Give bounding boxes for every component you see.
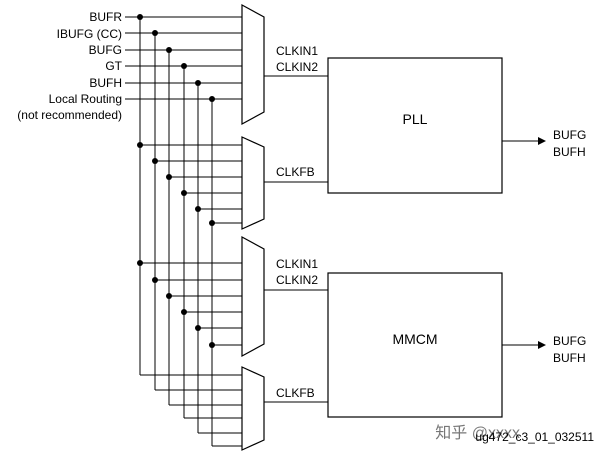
mmcm-output-bufg: BUFG — [553, 334, 586, 348]
mmcm-name: MMCM — [392, 331, 437, 347]
figure-id: ug472_c3_01_032511 — [475, 430, 594, 444]
mmcm-clkin1-label: CLKIN1 — [276, 257, 318, 271]
source-label-bufh: BUFH — [89, 76, 122, 90]
mux-mmcm-clkin — [241, 235, 265, 358]
mmcm-clkfb-label: CLKFB — [276, 386, 315, 400]
mux2-input-lines — [140, 144, 242, 224]
mux4-input-lines — [140, 374, 242, 447]
pll-clkfb-label: CLKFB — [276, 165, 315, 179]
pll-name: PLL — [403, 111, 428, 127]
pll-output-bufg: BUFG — [553, 128, 586, 142]
source-label-note: (not recommended) — [17, 108, 122, 122]
mux-pll-clkin — [241, 3, 265, 126]
mux3-input-lines — [140, 262, 242, 346]
mmcm-block — [327, 272, 503, 418]
mux-mmcm-clkfb — [241, 366, 265, 451]
source-label-ibufg: IBUFG (CC) — [57, 27, 122, 41]
mmcm-output-bufh: BUFH — [553, 351, 586, 365]
pll-clkin2-label: CLKIN2 — [276, 60, 318, 74]
bus-lines — [139, 17, 213, 446]
pll-clkin1-label: CLKIN1 — [276, 44, 318, 58]
mmcm-clkin2-label: CLKIN2 — [276, 273, 318, 287]
mux-pll-clkfb — [241, 136, 265, 230]
junction-dots — [137, 14, 215, 348]
source-label-bufg: BUFG — [89, 43, 122, 57]
pll-output-bufh: BUFH — [553, 145, 586, 159]
watermark: 知乎 @xxxx — [435, 424, 520, 442]
source-label-local-routing: Local Routing — [49, 92, 122, 106]
source-label-gt: GT — [105, 59, 122, 73]
pll-block — [327, 57, 503, 194]
source-label-bufr: BUFR — [89, 10, 122, 24]
